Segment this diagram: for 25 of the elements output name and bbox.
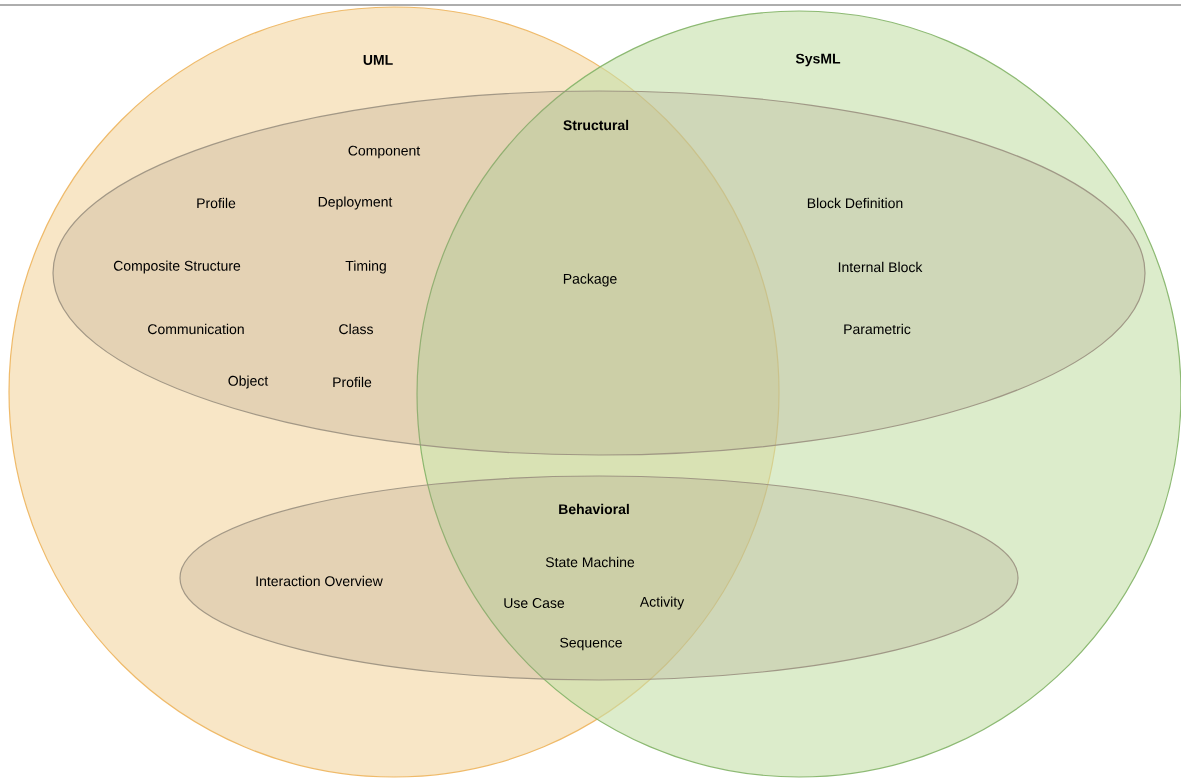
diagram-name: Block Definition xyxy=(807,197,903,209)
diagram-name: Parametric xyxy=(844,323,911,335)
diagram-name: Internal Block xyxy=(838,261,923,273)
diagram-name: State Machine xyxy=(545,556,635,568)
venn-circle xyxy=(8,6,780,778)
diagram-name: Communication xyxy=(148,323,244,335)
set-heading: SysML xyxy=(795,53,841,67)
diagram-name: Profile xyxy=(197,197,236,209)
diagram-name: Object xyxy=(228,375,269,389)
diagram-name: Sequence xyxy=(560,637,622,651)
diagram-name: Class xyxy=(339,323,373,335)
diagram-name: Activity xyxy=(639,596,685,610)
diagram-name: Use Case xyxy=(504,598,565,608)
venn-ellipse xyxy=(52,90,1146,456)
venn-ellipse xyxy=(179,475,1019,681)
set-heading: UML xyxy=(363,55,393,65)
diagram-name: Deployment xyxy=(318,196,393,210)
diagram-name: Interaction Overview xyxy=(256,575,383,587)
diagram-name: Component xyxy=(348,145,421,159)
set-heading: Structural xyxy=(563,119,629,131)
set-heading: Behavioral xyxy=(559,503,629,515)
diagram-name: Timing xyxy=(345,260,386,274)
diagram-name: Profile xyxy=(333,376,372,388)
diagram-name: Package xyxy=(563,273,617,287)
diagram-name: Composite Structure xyxy=(113,260,241,274)
